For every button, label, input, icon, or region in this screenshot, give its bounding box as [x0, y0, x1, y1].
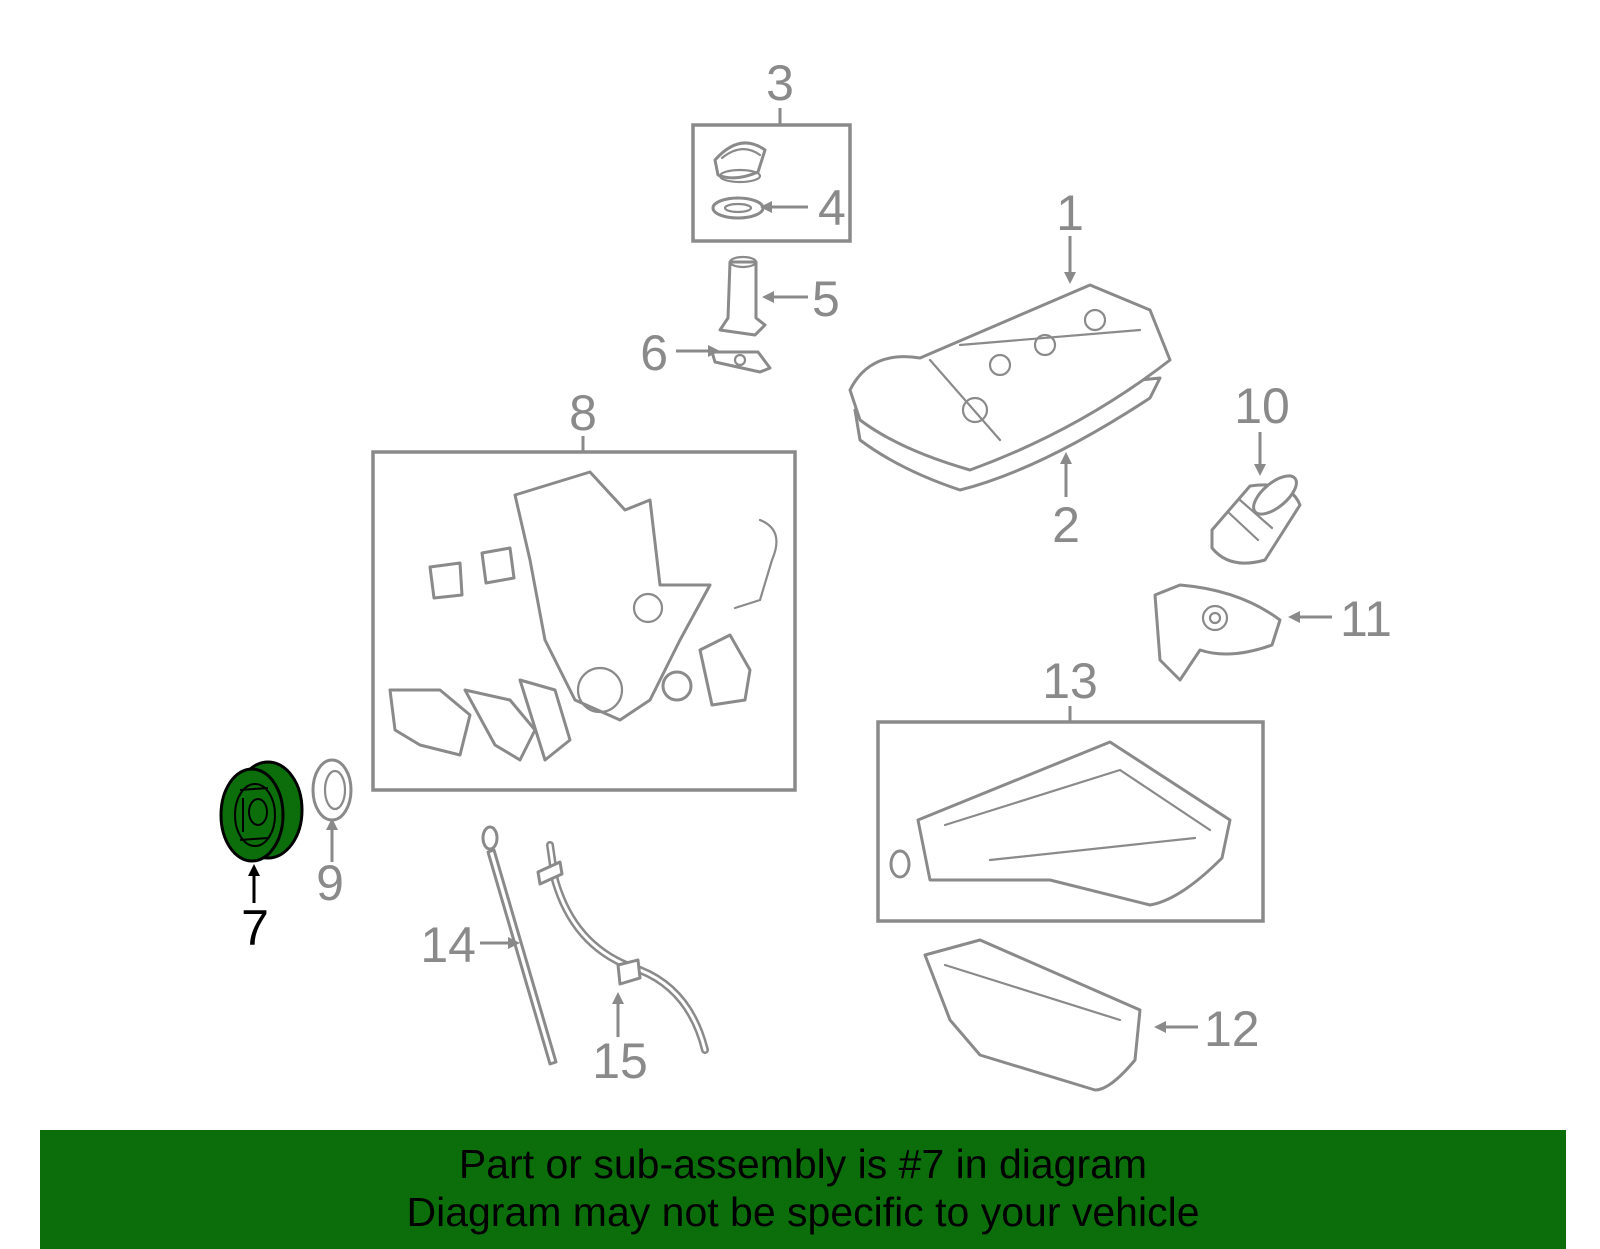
part-10-oil-filter[interactable]: [1210, 469, 1303, 565]
callout-4: 4: [818, 180, 846, 236]
callout-3: 3: [766, 55, 794, 111]
callout-9: 9: [316, 855, 344, 911]
part-12-lower-oil-pan[interactable]: [923, 938, 1142, 1092]
part-15-dipstick-tube[interactable]: [536, 841, 709, 1054]
callout-13: 13: [1042, 653, 1098, 709]
callout-2: 2: [1052, 497, 1080, 553]
callout-14: 14: [420, 917, 476, 973]
part-1-valve-cover[interactable]: [848, 283, 1172, 472]
part-3-oil-filler-cap[interactable]: [713, 141, 767, 184]
part-8-timing-cover-assembly[interactable]: [388, 470, 778, 762]
part-7-crankshaft-pulley[interactable]: [219, 760, 304, 863]
part-9-oil-seal[interactable]: [311, 758, 353, 822]
part-13-upper-oil-pan[interactable]: [889, 740, 1232, 907]
callout-8: 8: [569, 385, 597, 441]
callout-15: 15: [592, 1033, 648, 1089]
part-3-box: [691, 123, 852, 243]
part-4-gasket[interactable]: [711, 196, 765, 220]
info-banner: Part or sub-assembly is #7 in diagram Di…: [40, 1130, 1566, 1249]
callout-6: 6: [640, 325, 668, 381]
banner-line-2: Diagram may not be specific to your vehi…: [406, 1189, 1200, 1235]
part-6-gasket[interactable]: [710, 350, 772, 374]
callout-1: 1: [1056, 185, 1084, 241]
part-11-oil-filter-housing[interactable]: [1153, 583, 1282, 682]
callout-12: 12: [1204, 1001, 1260, 1057]
callout-5: 5: [812, 271, 840, 327]
callout-11: 11: [1340, 591, 1392, 647]
part-14-dipstick[interactable]: [481, 825, 558, 1066]
callout-10: 10: [1234, 378, 1290, 434]
part-5-filler-tube[interactable]: [718, 255, 767, 337]
banner-line-1: Part or sub-assembly is #7 in diagram: [458, 1141, 1148, 1187]
callout-7: 7: [241, 900, 269, 956]
